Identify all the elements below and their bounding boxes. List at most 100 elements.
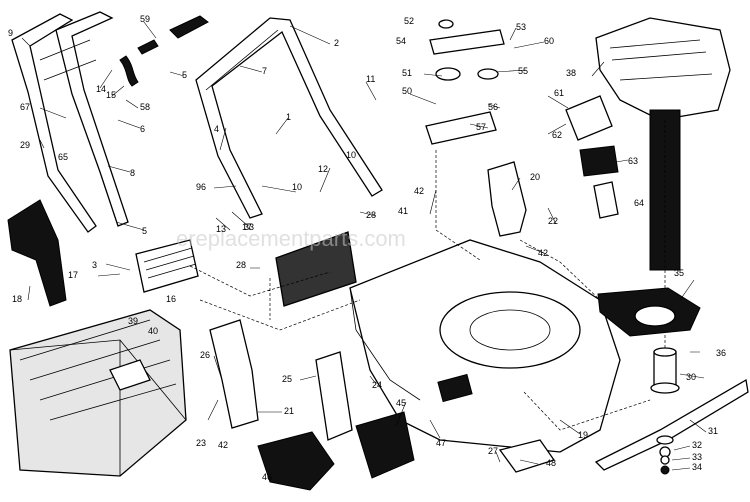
callout-68: 27	[488, 446, 498, 456]
callout-16: 11	[366, 74, 375, 84]
callout-9: 6	[140, 124, 145, 134]
rear-bracket	[498, 439, 556, 473]
callout-37: 42	[218, 440, 228, 450]
cable-part	[119, 55, 139, 87]
callout-27: 12	[318, 164, 328, 174]
callout-23: 3	[92, 260, 97, 270]
callout-60: 42	[538, 248, 548, 258]
callout-46: 60	[544, 36, 554, 46]
ignition-part	[579, 145, 619, 177]
rear-flap-2	[275, 231, 357, 307]
callout-17: 10	[346, 150, 356, 160]
mower-deck	[349, 239, 621, 453]
callout-53: 62	[552, 130, 562, 140]
engine	[595, 17, 731, 350]
upper-handle	[195, 17, 383, 219]
callout-15: 1	[286, 112, 291, 122]
callout-24: 16	[166, 294, 176, 304]
callout-64: 31	[708, 426, 718, 436]
bail-bracket	[429, 29, 505, 55]
discharge-cover	[355, 411, 415, 479]
mulch-cover	[257, 431, 335, 491]
callout-48: 51	[402, 68, 412, 78]
callout-5: 14	[96, 84, 106, 94]
lower-handle	[11, 11, 129, 233]
leader-lines	[21, 19, 707, 471]
callout-62: 36	[716, 348, 726, 358]
callout-44: 53	[516, 22, 526, 32]
callout-66: 33	[692, 452, 702, 462]
mulch-plug	[7, 199, 67, 307]
rear-flap	[135, 239, 199, 293]
callout-61: 35	[674, 268, 684, 278]
callout-54: 63	[628, 156, 638, 166]
callout-36: 23	[196, 438, 206, 448]
callout-22: 17	[68, 270, 78, 280]
watermark-text: ereplacementparts.com	[176, 226, 406, 251]
callout-21: 33	[244, 222, 254, 232]
grass-bag	[9, 309, 187, 477]
callout-59: 64	[634, 198, 644, 208]
callout-12: 4	[214, 124, 219, 134]
engine-control-bracket	[425, 111, 497, 145]
callout-11: 65	[58, 152, 68, 162]
callout-56: 20	[530, 172, 540, 182]
callout-51: 57	[476, 122, 486, 132]
callout-58: 22	[548, 216, 558, 226]
callout-13: 8	[130, 168, 135, 178]
callout-30: 18	[12, 294, 22, 304]
callout-42: 19	[578, 430, 588, 440]
callout-35: 24	[372, 380, 382, 390]
callout-20: 13	[216, 224, 226, 234]
pulley	[435, 67, 461, 81]
callout-49: 50	[402, 86, 412, 96]
blade-adapter	[650, 347, 680, 394]
callout-41: 47	[436, 438, 446, 448]
wheel-bracket	[209, 319, 259, 429]
callout-10: 29	[20, 140, 30, 150]
callout-2: 2	[334, 38, 339, 48]
callout-34: 25	[282, 374, 292, 384]
callout-8: 67	[20, 102, 30, 112]
spark-plug-boot	[593, 181, 619, 219]
callout-33: 26	[200, 350, 210, 360]
callout-6: 15	[106, 90, 116, 100]
callout-19: 10	[292, 182, 302, 192]
callout-65: 32	[692, 440, 702, 450]
pulley-2	[477, 68, 499, 80]
callout-0: 9	[8, 28, 13, 38]
callout-47: 55	[518, 66, 528, 76]
callout-14: 5	[142, 226, 147, 236]
callout-18: 96	[196, 182, 206, 192]
callout-25: 28	[236, 260, 246, 270]
callout-4: 7	[262, 66, 267, 76]
blade-baffle	[597, 287, 701, 337]
callout-7: 58	[140, 102, 150, 112]
grip-tube	[169, 15, 209, 39]
callout-67: 34	[692, 462, 702, 472]
callout-3: 5	[182, 70, 187, 80]
callout-52: 61	[554, 88, 564, 98]
assembly-line	[189, 150, 651, 431]
callout-69: 48	[546, 458, 556, 468]
height-adjuster	[487, 161, 527, 237]
callout-31: 39	[128, 316, 138, 326]
callout-43: 52	[404, 16, 414, 26]
air-filter	[565, 95, 613, 141]
rear-axle-bracket	[315, 351, 353, 441]
lock-washer	[660, 455, 670, 465]
spacer	[438, 19, 454, 29]
callout-1: 59	[140, 14, 150, 24]
callout-28: 28	[366, 210, 376, 220]
callout-29: 41	[398, 206, 408, 216]
callout-63: 30	[686, 372, 696, 382]
callout-55: 38	[566, 68, 576, 78]
callout-26: 17	[242, 222, 252, 232]
callout-50: 56	[488, 102, 498, 112]
callout-40: 46	[262, 472, 272, 482]
blade	[594, 378, 749, 471]
callout-57: 42	[414, 186, 424, 196]
